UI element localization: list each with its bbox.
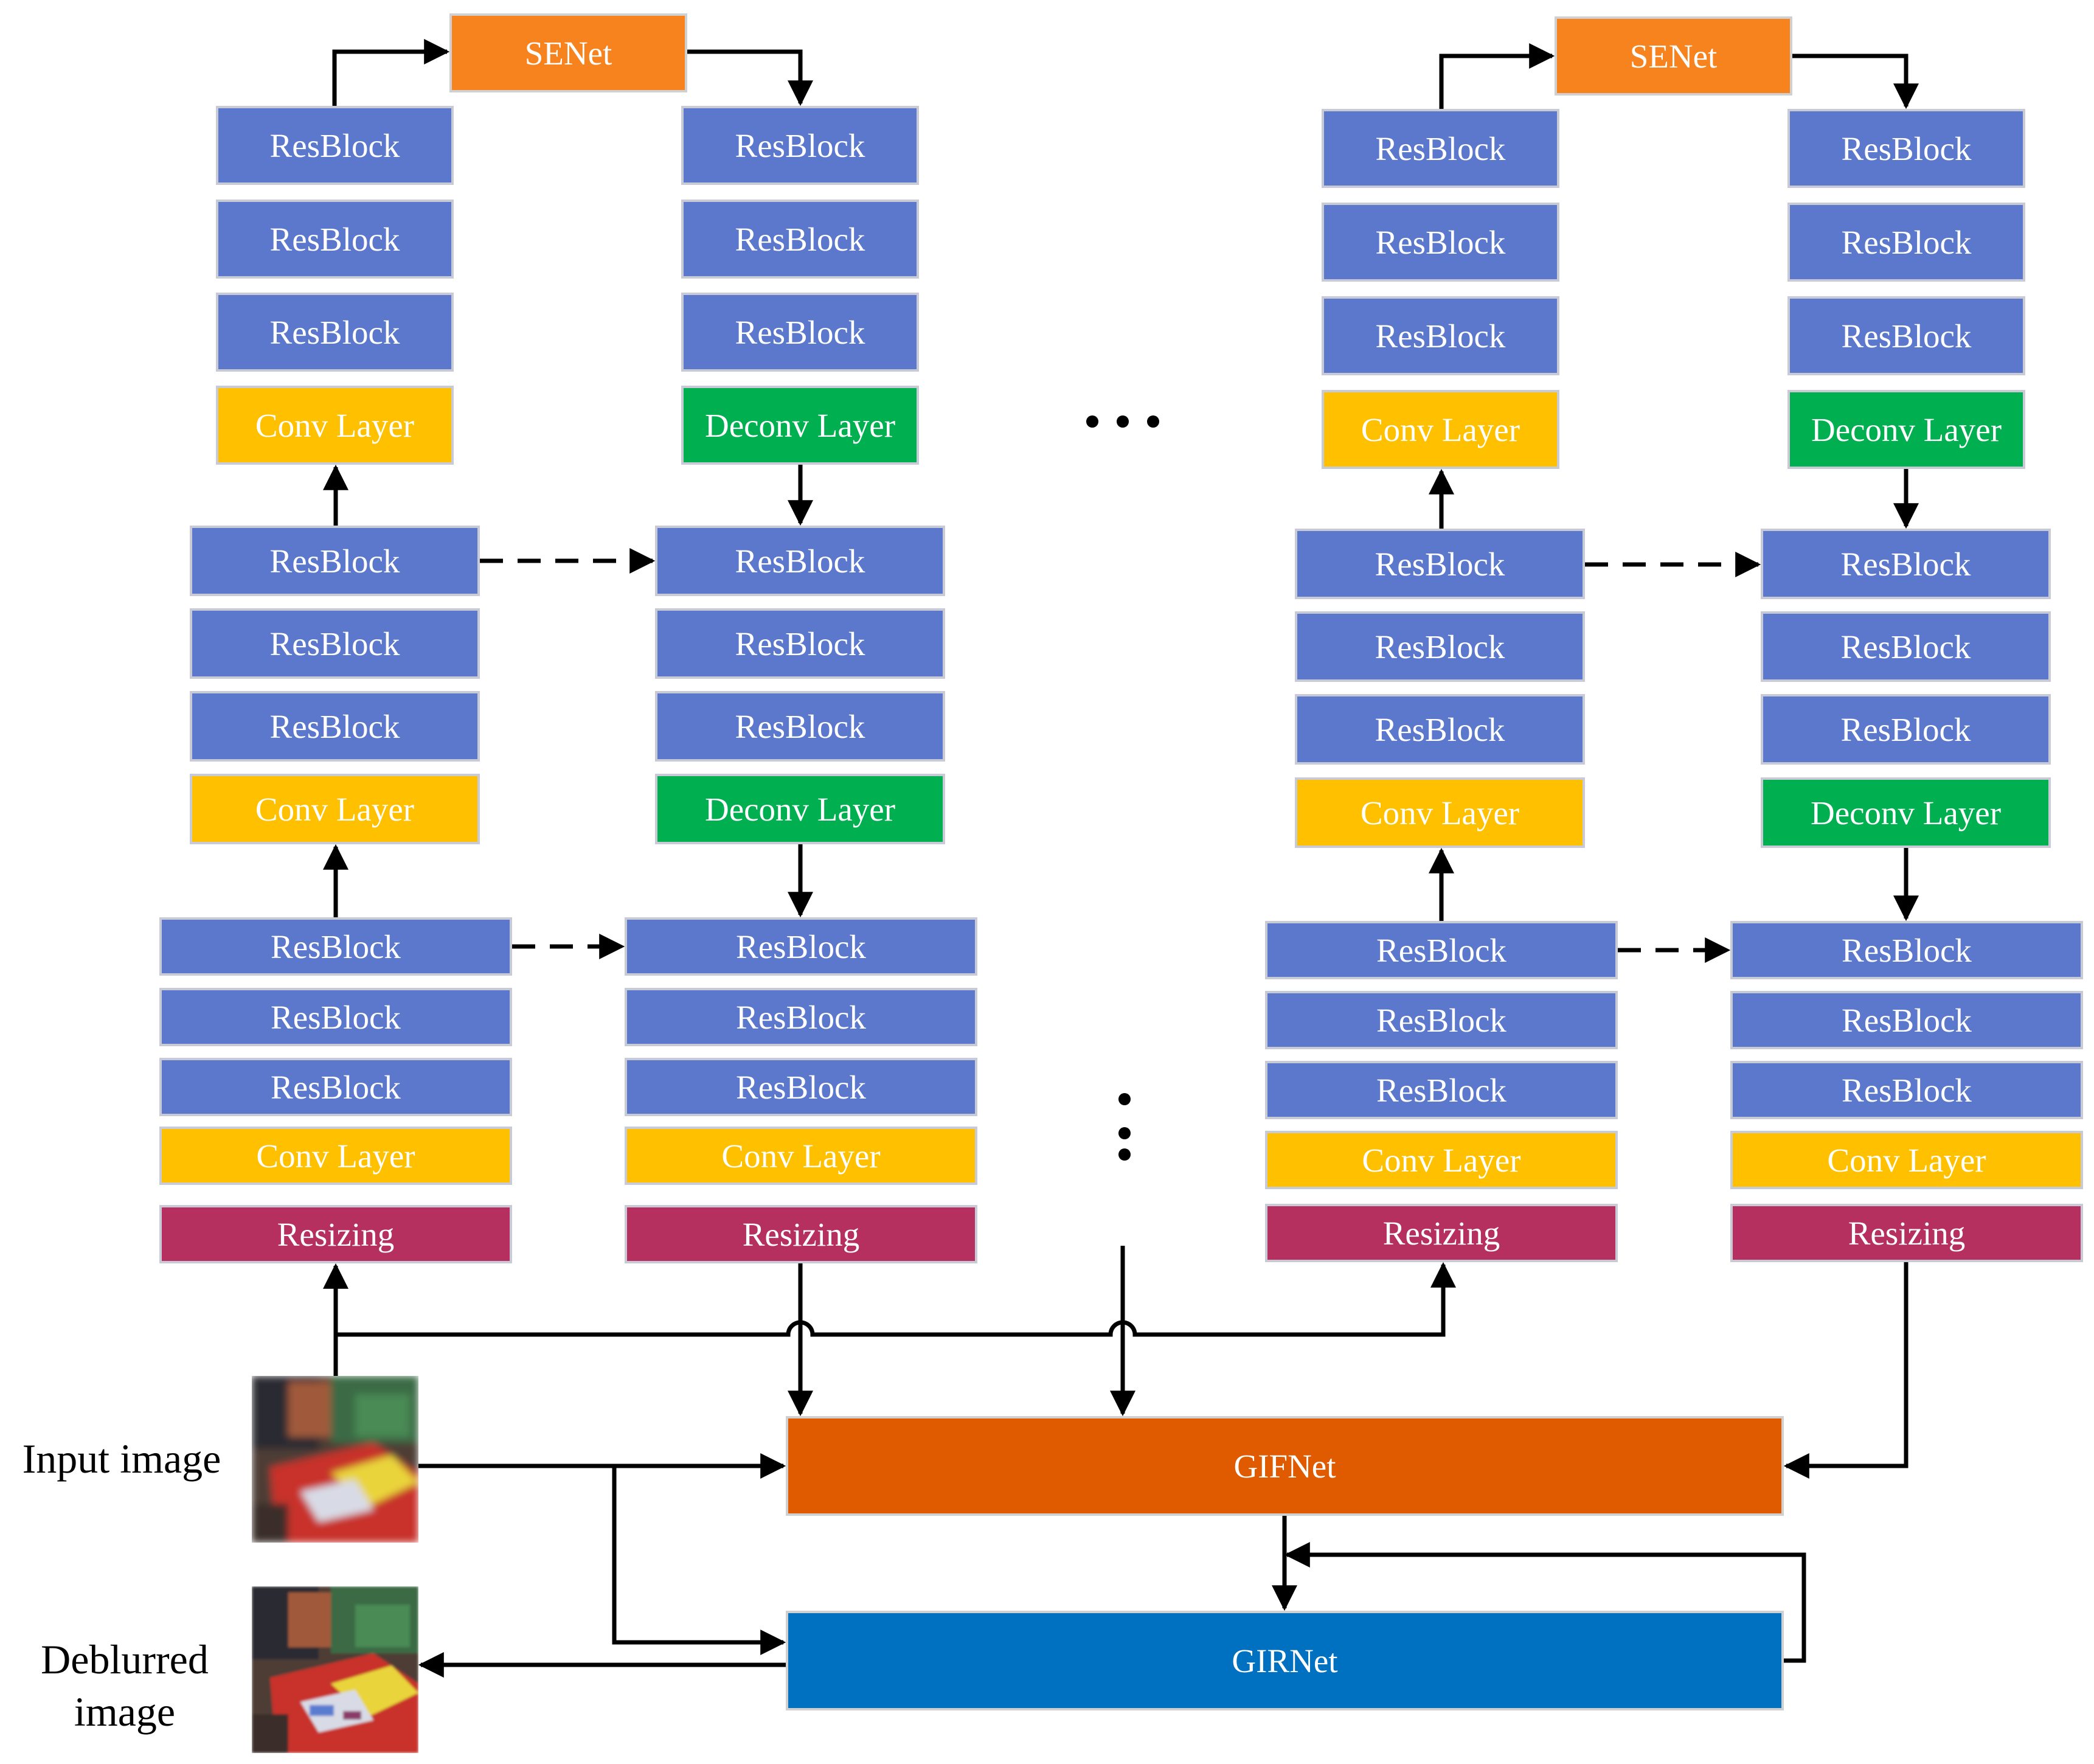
resblock: ResBlock <box>216 200 454 279</box>
resblock: ResBlock <box>1761 694 2051 765</box>
resblock: ResBlock <box>1730 1061 2083 1119</box>
resblock: ResBlock <box>1322 203 1559 282</box>
resblock: ResBlock <box>681 293 919 372</box>
resblock: ResBlock <box>1322 296 1559 375</box>
resblock: ResBlock <box>1265 991 1618 1049</box>
resizing: Resizing <box>625 1205 977 1263</box>
senet-block: SENet <box>449 13 687 92</box>
input-image-thumbnail <box>252 1376 418 1543</box>
sharp-photo-icon <box>252 1586 418 1753</box>
right-decoder-to-gifnet-arrow <box>1783 1262 1909 1479</box>
input-to-girnet-arrow <box>612 1466 786 1655</box>
resblock: ResBlock <box>159 917 512 976</box>
conv-layer: Conv Layer <box>159 1127 512 1185</box>
deconv-layer: Deconv Layer <box>1787 390 2025 469</box>
resblock: ResBlock <box>1295 529 1585 599</box>
deconv-layer: Deconv Layer <box>1761 777 2051 848</box>
resblock: ResBlock <box>159 988 512 1046</box>
encoder-to-senet-arrow <box>332 39 450 106</box>
deconv-layer: Deconv Layer <box>655 774 945 844</box>
resblock: ResBlock <box>190 691 480 762</box>
girnet-block: GIRNet <box>786 1611 1784 1710</box>
conv-layer: Conv Layer <box>1265 1131 1618 1189</box>
input-image-label: Input image <box>22 1436 221 1482</box>
resblock: ResBlock <box>625 988 977 1046</box>
senet-block: SENet <box>1555 16 1792 95</box>
resblock: ResBlock <box>681 200 919 279</box>
conv-layer: Conv Layer <box>1730 1131 2083 1189</box>
resblock: ResBlock <box>655 691 945 762</box>
deblurred-image-label-line1: Deblurred <box>41 1636 209 1682</box>
deblurred-image-label-line2: image <box>74 1689 176 1735</box>
resblock: ResBlock <box>655 608 945 679</box>
resblock: ResBlock <box>655 526 945 596</box>
resblock: ResBlock <box>1787 109 2025 188</box>
gifnet-block: GIFNet <box>786 1416 1784 1516</box>
resblock: ResBlock <box>159 1058 512 1116</box>
resizing: Resizing <box>1730 1204 2083 1262</box>
conv-layer: Conv Layer <box>1295 777 1585 848</box>
resblock: ResBlock <box>1322 109 1559 188</box>
resizing: Resizing <box>159 1205 512 1263</box>
senet-to-decoder-arrow <box>687 49 813 106</box>
resblock: ResBlock <box>190 526 480 596</box>
girnet-feedback-arrow <box>1284 1542 1806 1663</box>
resblock: ResBlock <box>1295 694 1585 765</box>
senet-to-decoder-right-arrow <box>1792 54 1919 109</box>
resblock: ResBlock <box>1730 991 2083 1049</box>
resblock: ResBlock <box>1730 921 2083 979</box>
input-to-resizing-right-arrow <box>336 1262 1456 1337</box>
resblock: ResBlock <box>625 1058 977 1116</box>
resblock: ResBlock <box>1787 203 2025 282</box>
resblock: ResBlock <box>681 106 919 185</box>
encoder-to-senet-right-arrow <box>1439 43 1555 109</box>
blurred-photo-icon <box>252 1376 418 1543</box>
resblock: ResBlock <box>1761 611 2051 682</box>
resizing: Resizing <box>1265 1204 1618 1262</box>
resblock: ResBlock <box>1265 921 1618 979</box>
resblock: ResBlock <box>1761 529 2051 599</box>
resblock: ResBlock <box>1787 296 2025 375</box>
resblock: ResBlock <box>216 293 454 372</box>
conv-layer: Conv Layer <box>190 774 480 844</box>
conv-layer: Conv Layer <box>216 386 454 465</box>
resblock: ResBlock <box>1295 611 1585 682</box>
conv-layer: Conv Layer <box>1322 390 1559 469</box>
resblock: ResBlock <box>625 917 977 976</box>
resblock: ResBlock <box>190 608 480 679</box>
deblurred-image-thumbnail <box>252 1586 418 1753</box>
deconv-layer: Deconv Layer <box>681 386 919 465</box>
resblock: ResBlock <box>216 106 454 185</box>
resblock: ResBlock <box>1265 1061 1618 1119</box>
conv-layer: Conv Layer <box>625 1127 977 1185</box>
